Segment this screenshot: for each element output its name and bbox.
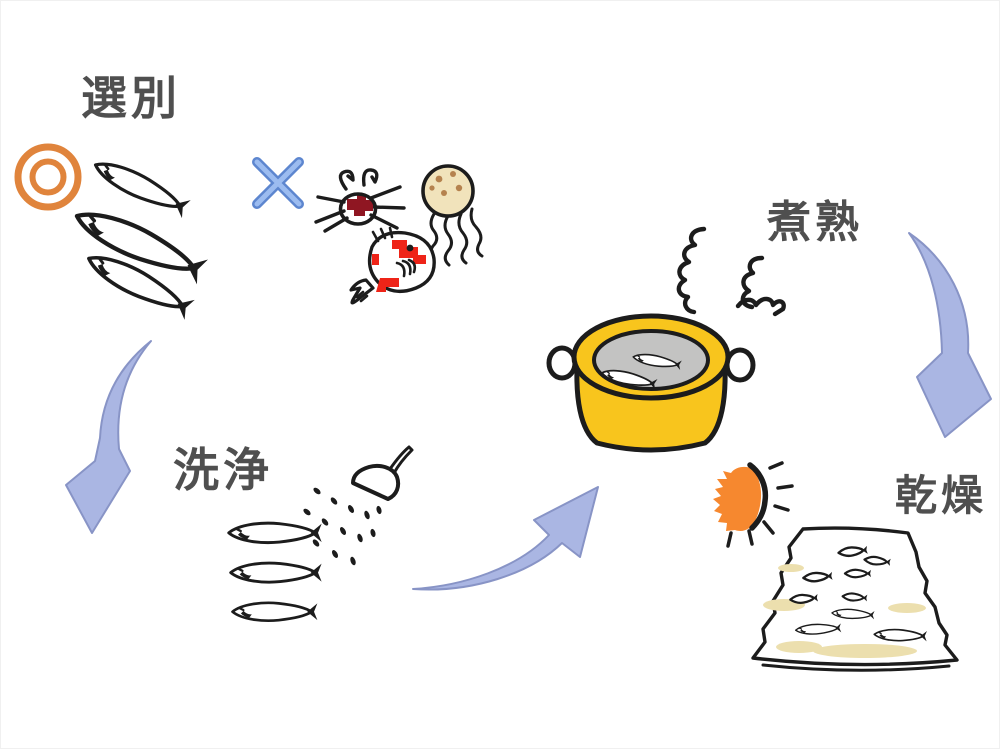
curved-arrow-boiling-to-drying — [908, 232, 992, 438]
curved-arrow-washing-to-boiling — [412, 486, 599, 591]
shower-icon — [351, 445, 414, 501]
sun-icon — [713, 461, 794, 548]
sardine-group-illustration — [71, 153, 208, 323]
pot-illustration — [546, 313, 756, 453]
boiling-label: 煮熟 — [767, 198, 863, 247]
curved-arrow-sorting-to-washing — [65, 340, 152, 534]
bream-icon — [349, 226, 436, 305]
cross-icon — [252, 157, 304, 209]
steam-icon — [676, 226, 786, 317]
drying-mat-illustration — [751, 526, 959, 672]
drying-label: 乾燥 — [895, 472, 988, 519]
washing-sardine-group-illustration — [227, 521, 324, 623]
crab-icon — [314, 168, 406, 233]
washing-label: 洗浄 — [173, 444, 273, 496]
jellyfish-icon — [421, 164, 484, 267]
sorting-label: 選別 — [81, 72, 181, 124]
double-circle-icon — [14, 143, 82, 211]
water-drops-icon — [295, 487, 382, 566]
